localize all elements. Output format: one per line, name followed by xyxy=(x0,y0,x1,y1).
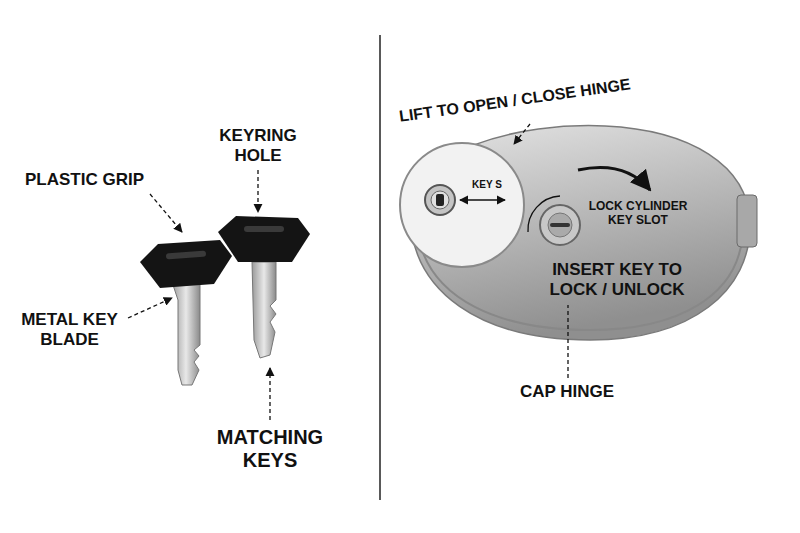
part-label: KEYRING HOLE xyxy=(208,126,308,165)
leader-line xyxy=(128,298,172,318)
leader-line xyxy=(257,170,258,212)
leader-line xyxy=(514,124,530,144)
part-label: KEY S xyxy=(472,179,512,191)
leader-line xyxy=(567,305,568,378)
part-label: CAP HINGE xyxy=(520,382,640,402)
divider xyxy=(379,35,381,500)
rotation-arc xyxy=(528,196,560,232)
part-label: MATCHING KEYS xyxy=(200,426,340,472)
part-label: LOCK CYLINDER KEY SLOT xyxy=(582,200,694,228)
part-label: METAL KEY BLADE xyxy=(12,310,127,349)
part-label: PLASTIC GRIP xyxy=(25,170,175,190)
rotation-arrow xyxy=(578,168,650,191)
leader-line xyxy=(269,368,270,420)
leader-line xyxy=(150,194,182,232)
magnified-view xyxy=(400,143,524,267)
key-left xyxy=(140,240,232,385)
key-right xyxy=(218,216,310,358)
part-label: LIFT TO OPEN / CLOSE HINGE xyxy=(398,72,658,126)
part-label: INSERT KEY TO LOCK / UNLOCK xyxy=(528,260,706,299)
